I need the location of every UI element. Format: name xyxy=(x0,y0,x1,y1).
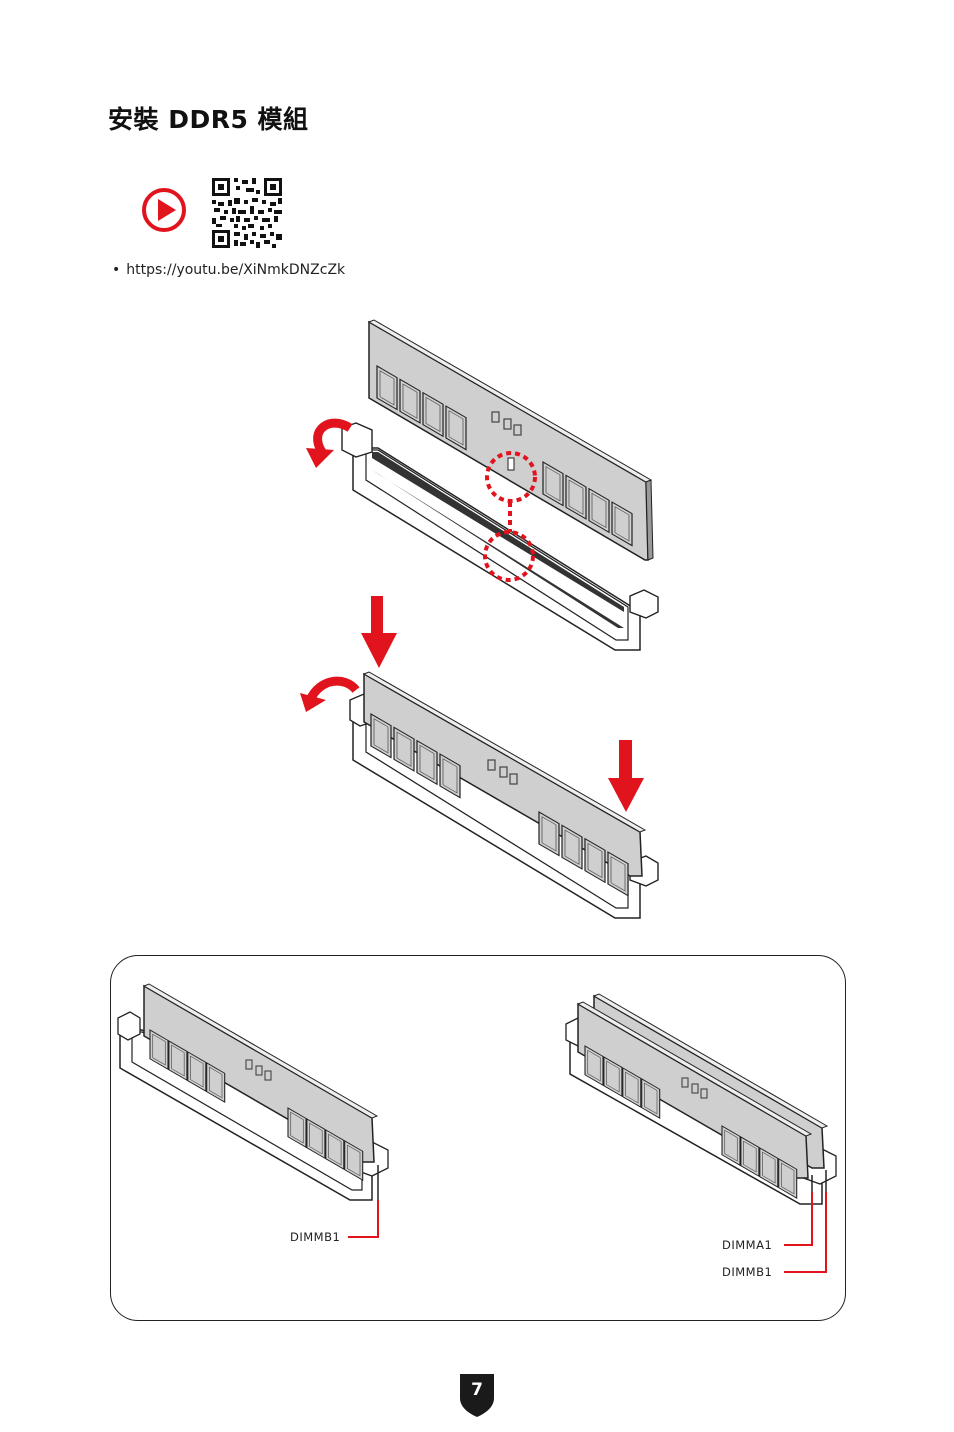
page-number-badge xyxy=(460,1374,494,1417)
label-dimma1: DIMMA1 xyxy=(722,1238,773,1252)
video-link[interactable]: • https://youtu.be/XiNmkDNZcZk xyxy=(112,262,345,278)
page-number: 7 xyxy=(471,1380,483,1400)
dimmb1-leader-right xyxy=(784,1192,827,1273)
label-dimmb1-single: DIMMB1 xyxy=(290,1230,341,1244)
dimma1-leader xyxy=(784,1192,813,1246)
insert-arrow-right xyxy=(608,740,644,812)
qr-code-icon[interactable] xyxy=(212,178,282,248)
dual-module-front xyxy=(576,1001,813,1199)
latch-open-arrow xyxy=(306,418,353,468)
video-url[interactable]: https://youtu.be/XiNmkDNZcZk xyxy=(126,262,346,278)
dimmb1-leader-left xyxy=(348,1200,379,1238)
insert-arrow-left xyxy=(361,596,397,668)
step1-module xyxy=(367,319,654,561)
slot-configuration-panel xyxy=(110,955,846,1321)
single-module xyxy=(142,983,379,1181)
step1-slot xyxy=(341,422,659,651)
page-title: 安裝 DDR5 模組 xyxy=(108,105,309,134)
notch-alignment-markers xyxy=(483,451,537,582)
bullet: • xyxy=(112,262,121,278)
latch-close-arrow xyxy=(300,676,360,712)
step2-module xyxy=(362,671,647,897)
play-button-icon[interactable] xyxy=(140,186,188,234)
label-dimmb1-dual: DIMMB1 xyxy=(722,1265,773,1279)
